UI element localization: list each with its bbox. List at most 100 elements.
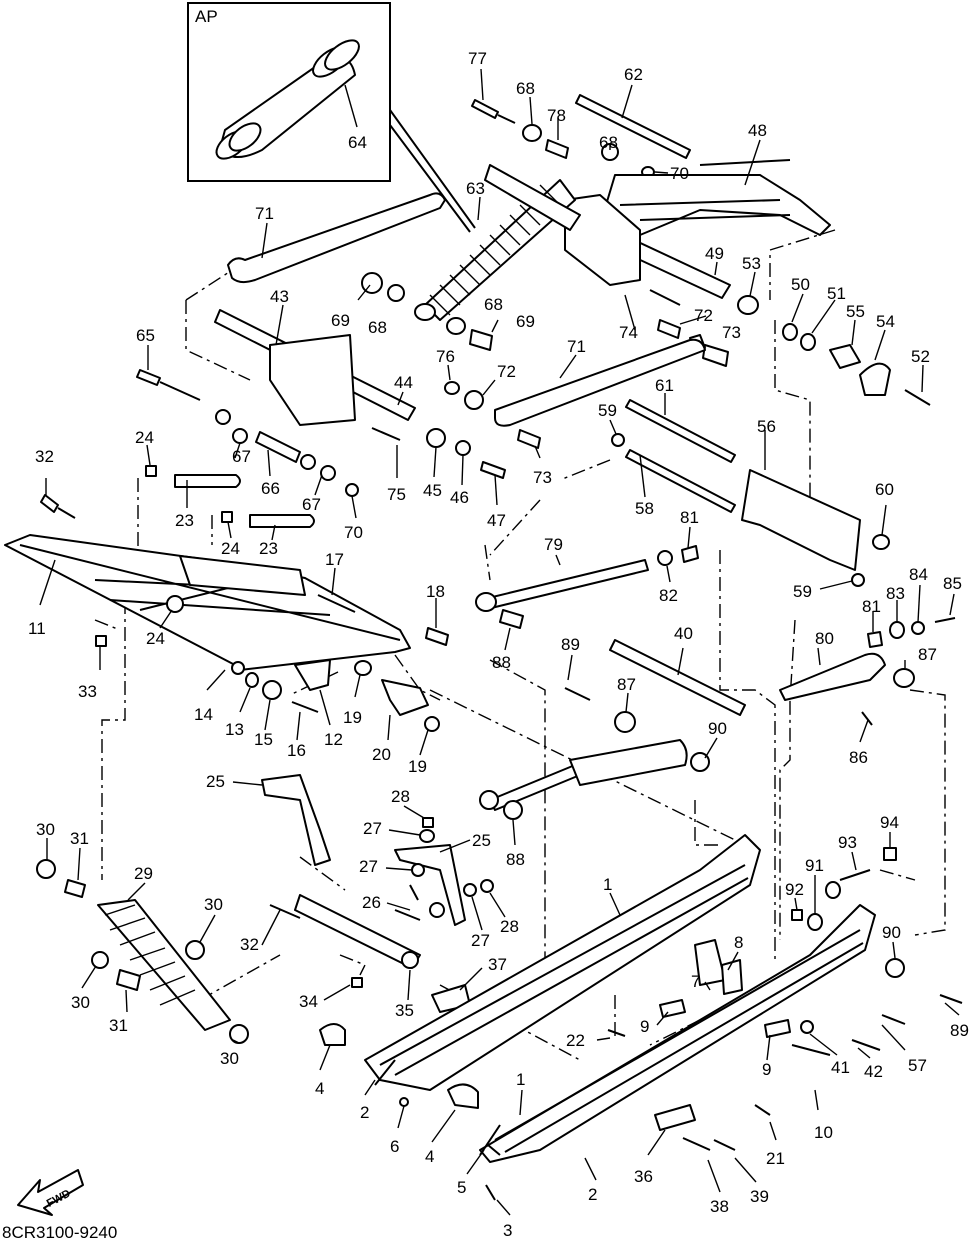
callout-label: 89	[561, 635, 580, 654]
drawing-code: 8CR3100-9240	[2, 1223, 117, 1242]
callout-label: 7	[691, 972, 700, 991]
callout-label: 41	[831, 1058, 850, 1077]
callout-label: 70	[670, 164, 689, 183]
callout-label: 68	[368, 318, 387, 337]
callout-label: 45	[423, 481, 442, 500]
callout-label: 13	[225, 720, 244, 739]
callout-label: 30	[71, 993, 90, 1012]
callout-label: 23	[259, 539, 278, 558]
callout-label: 24	[146, 629, 165, 648]
callout-label: 10	[814, 1123, 833, 1142]
callout-label: 84	[909, 565, 928, 584]
callout-label: 55	[846, 302, 865, 321]
callout-label: 53	[742, 254, 761, 273]
callout-label: 39	[750, 1187, 769, 1206]
callout-label: 19	[343, 708, 362, 727]
callout-label: 87	[617, 675, 636, 694]
callout-label: 83	[886, 584, 905, 603]
reference-lines	[94, 229, 946, 1061]
callout-label: 49	[705, 244, 724, 263]
callout-label: 32	[35, 447, 54, 466]
callout-label: 21	[766, 1149, 785, 1168]
front-arm-frame	[4, 534, 449, 732]
callout-label: 86	[849, 748, 868, 767]
slide-rail-right	[479, 904, 876, 1163]
callout-label: 66	[261, 479, 280, 498]
callout-label: 6	[390, 1137, 399, 1156]
callout-label: 64	[348, 133, 367, 152]
callout-label: 15	[254, 730, 273, 749]
callout-label: 78	[547, 106, 566, 125]
callout-label: 25	[206, 772, 225, 791]
callout-label: 72	[497, 362, 516, 381]
callout-label: 46	[450, 488, 469, 507]
inset-label: AP	[195, 7, 218, 26]
callout-label: 30	[220, 1049, 239, 1068]
right-side-parts	[791, 847, 963, 1004]
callout-label: 43	[270, 287, 289, 306]
callout-label: 70	[344, 523, 363, 542]
callout-label: 11	[28, 619, 46, 638]
callout-label: 69	[331, 311, 350, 330]
callout-label: 30	[36, 820, 55, 839]
callout-label: 81	[680, 508, 699, 527]
callout-label: 91	[805, 856, 824, 875]
callout-label: 20	[372, 745, 391, 764]
callout-label: 67	[302, 495, 321, 514]
callout-label: 32	[240, 935, 259, 954]
callout-label: 19	[408, 757, 427, 776]
callout-label: 5	[457, 1178, 466, 1197]
callout-label: 54	[876, 312, 895, 331]
callout-label: 14	[194, 705, 213, 724]
callout-label: 8	[734, 933, 743, 952]
callout-label: 51	[827, 284, 846, 303]
callout-label: 35	[395, 1001, 414, 1020]
callout-label: 58	[635, 499, 654, 518]
callout-label: 24	[135, 428, 154, 447]
callout-label: 16	[287, 741, 306, 760]
callout-label: 4	[315, 1079, 324, 1098]
callout-label: 63	[466, 179, 485, 198]
callout-label: 48	[748, 121, 767, 140]
fwd-arrow-icon: FWD	[17, 1169, 84, 1216]
callout-label: 81	[862, 597, 881, 616]
callout-label: 68	[516, 79, 535, 98]
callout-label: 18	[426, 582, 445, 601]
callout-label: 2	[360, 1103, 369, 1122]
callout-label: 22	[566, 1031, 585, 1050]
callout-label: 30	[204, 895, 223, 914]
callout-label: 90	[708, 719, 727, 738]
callout-label: 27	[359, 857, 378, 876]
callout-label: 25	[472, 831, 491, 850]
callout-label: 28	[391, 787, 410, 806]
callout-label: 1	[516, 1070, 525, 1089]
callout-label: 1	[603, 875, 612, 894]
callout-label: 92	[785, 880, 804, 899]
callout-label: 74	[619, 323, 638, 342]
callout-label: 29	[134, 864, 153, 883]
callout-label: 87	[918, 645, 937, 664]
callout-label: 69	[516, 312, 535, 331]
callout-label: 56	[757, 417, 776, 436]
callout-label: 60	[875, 480, 894, 499]
callout-label: 71	[567, 337, 586, 356]
callout-label: 12	[324, 730, 343, 749]
callout-label: 31	[109, 1016, 128, 1035]
callout-label: 33	[78, 682, 97, 701]
callout-label: 73	[533, 468, 552, 487]
callout-label: 80	[815, 629, 834, 648]
callout-label: 52	[911, 347, 930, 366]
callout-label: 50	[791, 275, 810, 294]
callout-label: 42	[864, 1062, 883, 1081]
callout-label: 38	[710, 1197, 729, 1216]
callout-label: 67	[232, 447, 251, 466]
callout-label: 71	[255, 204, 274, 223]
callout-label: 27	[471, 931, 490, 950]
callout-label: 89	[950, 1021, 969, 1040]
callout-label: 23	[175, 511, 194, 530]
shock-spring-63	[414, 164, 581, 321]
callout-label: 73	[722, 323, 741, 342]
callout-label: 2	[588, 1185, 597, 1204]
callout-label: 31	[70, 829, 89, 848]
